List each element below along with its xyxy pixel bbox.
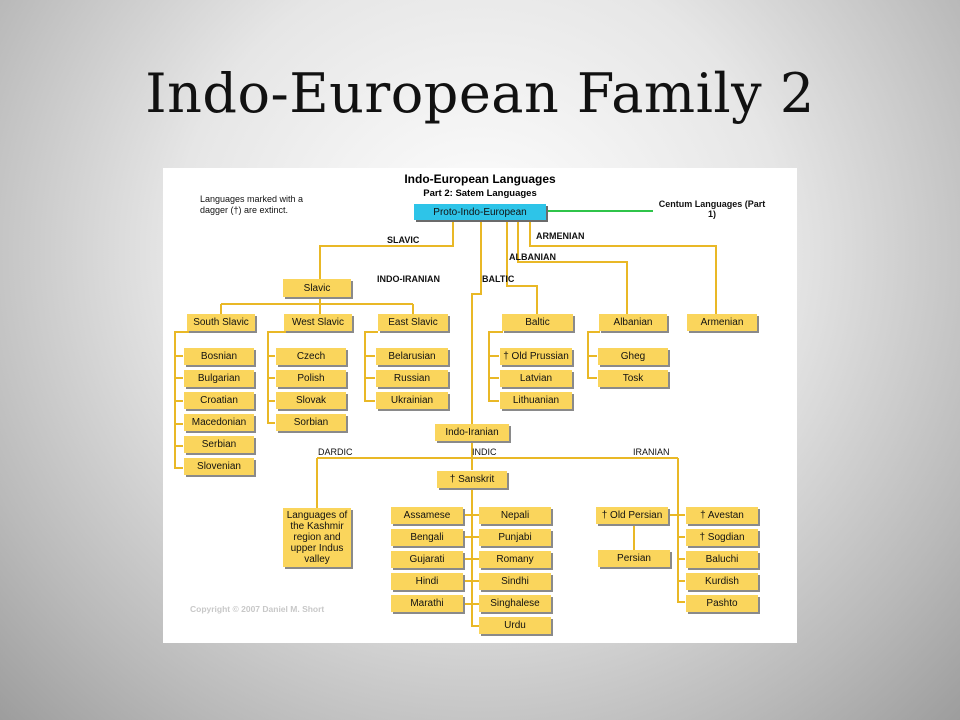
node-gujarati: Gujarati bbox=[391, 551, 463, 568]
node-old-prussian: † Old Prussian bbox=[500, 348, 572, 365]
node-south-slavic: South Slavic bbox=[187, 314, 255, 331]
node-slovenian: Slovenian bbox=[184, 458, 254, 475]
node-albanian: Albanian bbox=[599, 314, 667, 331]
label-indic: INDIC bbox=[472, 447, 497, 457]
node-bulgarian: Bulgarian bbox=[184, 370, 254, 387]
node-russian: Russian bbox=[376, 370, 448, 387]
node-urdu: Urdu bbox=[479, 617, 551, 634]
label-baltic: BALTIC bbox=[482, 274, 515, 284]
connector-sanskrit bbox=[471, 488, 479, 627]
node-sanskrit: † Sanskrit bbox=[437, 471, 507, 488]
connector-east-slavic-langs bbox=[364, 331, 378, 402]
node-czech: Czech bbox=[276, 348, 346, 365]
node-polish: Polish bbox=[276, 370, 346, 387]
label-iranian: IRANIAN bbox=[633, 447, 670, 457]
centum-link-label: Centum Languages (Part 1) bbox=[658, 199, 766, 219]
node-sorbian: Sorbian bbox=[276, 414, 346, 431]
node-romany: Romany bbox=[479, 551, 551, 568]
connector-slavic bbox=[319, 221, 454, 279]
connector-armenian bbox=[529, 221, 717, 314]
node-slovak: Slovak bbox=[276, 392, 346, 409]
label-dardic: DARDIC bbox=[318, 447, 353, 457]
slide-title: Indo-European Family 2 bbox=[145, 62, 815, 125]
node-bosnian: Bosnian bbox=[184, 348, 254, 365]
label-slavic: SLAVIC bbox=[387, 235, 420, 245]
node-armenian: Armenian bbox=[687, 314, 757, 331]
node-latvian: Latvian bbox=[500, 370, 572, 387]
chart-heading: Indo-European Languages bbox=[404, 172, 556, 186]
node-serbian: Serbian bbox=[184, 436, 254, 453]
connector-baltic-langs bbox=[488, 331, 503, 402]
copyright-notice: Copyright © 2007 Daniel M. Short bbox=[190, 604, 325, 614]
node-kurdish: Kurdish bbox=[686, 573, 758, 590]
node-ukrainian: Ukrainian bbox=[376, 392, 448, 409]
node-dardic-group: Languages of the Kashmir region and uppe… bbox=[283, 508, 351, 567]
connector-albanian bbox=[517, 221, 628, 314]
node-hindi: Hindi bbox=[391, 573, 463, 590]
node-punjabi: Punjabi bbox=[479, 529, 551, 546]
node-singhalese: Singhalese bbox=[479, 595, 551, 612]
node-east-slavic: East Slavic bbox=[378, 314, 448, 331]
node-bengali: Bengali bbox=[391, 529, 463, 546]
node-croatian: Croatian bbox=[184, 392, 254, 409]
extinct-note: Languages marked with a dagger (†) are e… bbox=[200, 194, 304, 215]
node-sogdian: † Sogdian bbox=[686, 529, 758, 546]
node-assamese: Assamese bbox=[391, 507, 463, 524]
node-persian: Persian bbox=[598, 550, 670, 567]
label-armenian: ARMENIAN bbox=[536, 231, 585, 241]
node-indo-iranian: Indo-Iranian bbox=[435, 424, 509, 441]
language-tree-diagram: Indo-European Languages Part 2: Satem La… bbox=[163, 168, 797, 643]
node-slavic: Slavic bbox=[283, 279, 351, 297]
label-albanian: ALBANIAN bbox=[509, 252, 556, 262]
node-macedonian: Macedonian bbox=[184, 414, 254, 431]
connector-iranian bbox=[677, 458, 685, 603]
node-baluchi: Baluchi bbox=[686, 551, 758, 568]
node-proto-indo-european: Proto-Indo-European bbox=[414, 204, 546, 220]
connector-lines bbox=[174, 210, 717, 627]
chart-subheading: Part 2: Satem Languages bbox=[423, 188, 537, 199]
node-gheg: Gheg bbox=[598, 348, 668, 365]
label-indo-iranian: INDO-IRANIAN bbox=[377, 274, 440, 284]
node-sindhi: Sindhi bbox=[479, 573, 551, 590]
node-lithuanian: Lithuanian bbox=[500, 392, 572, 409]
node-pashto: Pashto bbox=[686, 595, 758, 612]
node-belarusian: Belarusian bbox=[376, 348, 448, 365]
connector-baltic bbox=[506, 221, 538, 314]
node-nepali: Nepali bbox=[479, 507, 551, 524]
node-baltic: Baltic bbox=[502, 314, 573, 331]
node-avestan: † Avestan bbox=[686, 507, 758, 524]
node-west-slavic: West Slavic bbox=[284, 314, 352, 331]
node-old-persian: † Old Persian bbox=[596, 507, 668, 524]
node-tosk: Tosk bbox=[598, 370, 668, 387]
connector-indo-iranian bbox=[471, 221, 482, 424]
node-marathi: Marathi bbox=[391, 595, 463, 612]
